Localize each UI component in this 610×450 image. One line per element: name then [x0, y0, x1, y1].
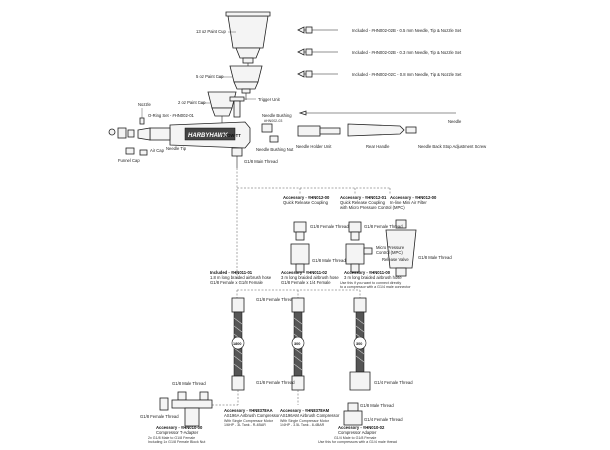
- quick-release-coupling: [290, 221, 310, 273]
- hose3-note2: to a compressor with a G1/4 male connect…: [340, 285, 411, 289]
- hose1-code: Included - #HN011-01: [210, 270, 253, 275]
- comp-adapter-code: Accessory - #HN010-02: [338, 425, 385, 430]
- funnel-cap-label: Funnel Cap: [118, 158, 140, 163]
- needle-set-3-label: Included - #HN002-02C - 0.8 mm Needle, T…: [352, 72, 462, 77]
- mpc-label-2: Control (MPC): [376, 250, 403, 255]
- main-thread-label: G1/8 Main Thread: [244, 159, 278, 164]
- t-adapter-code: Accessory - #HN010-00: [156, 425, 203, 430]
- mpc-label-1: Micro Pressure: [376, 245, 405, 250]
- hose2-spec: G1/8 Female x 1/4 Female: [281, 280, 331, 285]
- comp-adapter-name: Compressor Adapter: [338, 430, 377, 435]
- hose3-code: Accessory - #HN011-00: [344, 270, 391, 275]
- acc2-code: Accessory - #HN012-01: [340, 195, 387, 200]
- hose-3: 300: [349, 297, 371, 391]
- paint-cup-5oz: [229, 65, 263, 100]
- trigger-label: Trigger Unit: [258, 97, 281, 102]
- needle: [298, 110, 456, 116]
- hose-female-right: G1/4 Female Thread: [374, 380, 413, 385]
- t-adapter-name: Compressor T-Adapter: [156, 430, 199, 435]
- acc2-name2: with Micro Pressure Control (MPC): [340, 205, 405, 210]
- front-parts: [108, 117, 148, 156]
- model-name: FLOW-TT: [222, 133, 241, 138]
- comp2-code: Accessory - #HN8378AM: [280, 408, 330, 413]
- paint-cup-2oz: [207, 91, 237, 124]
- release-valve-label: Release Valve: [382, 257, 409, 262]
- cup-13oz-label: 13 oz Paint Cup: [196, 29, 226, 34]
- hose-female-top: G1/8 Female Thread: [256, 297, 295, 302]
- back-stop-label: Needle Back Stop Adjustment Screw: [418, 144, 487, 149]
- paint-cup-13oz: [225, 11, 271, 70]
- quick-release-mpc: [345, 221, 373, 273]
- hose2-name: 3 m long braided airbrush hose: [281, 275, 339, 280]
- comp1-code: Accessory - #HN8378AA: [224, 408, 273, 413]
- needle-bushing: [261, 123, 279, 143]
- acc1-name: Quick Release Coupling: [283, 200, 329, 205]
- compressor-adapter: [343, 402, 363, 426]
- needle-holder-unit: [297, 125, 341, 137]
- comp-adapter-spec2: Use this for compressors with a G1/4 mal…: [318, 440, 397, 444]
- comp2-spec1: With Single Compressor Motor: [280, 419, 330, 423]
- needle-bushing-nut-label: Needle Bushing Nut: [256, 147, 294, 152]
- inline-air-filter: [385, 219, 417, 277]
- comp2-name: AS196AM Airbrush Compressor: [280, 413, 340, 418]
- needle-bushing-label: Needle Bushing: [262, 113, 292, 118]
- needle-set-1-label: Included - #HN002-02B - 0.5 mm Needle, T…: [352, 28, 462, 33]
- brand-logo: HARBYHAWK: [188, 133, 228, 139]
- needle-set-1: Included - #HN002-02B - 0.5 mm Needle, T…: [297, 26, 462, 34]
- female-thread-2: G1/8 Female Thread: [364, 224, 403, 229]
- comp2-spec2: 1/4HP - 3.5L Tank - 8-4BAR: [280, 423, 325, 427]
- acc3-code: Accessory - #HN012-00: [390, 195, 437, 200]
- comp-adapter-spec1: G1/4 Male to G1/8 Female: [334, 436, 376, 440]
- rear-handle-label: Rear Handle: [366, 144, 390, 149]
- cup-5oz-label: 5 oz Paint Cup: [196, 74, 224, 79]
- oring-label: O-Ring Set - #HN002-01: [148, 113, 195, 118]
- rear-handle: [347, 123, 417, 137]
- acc3-name: In-line Mini Air Filter: [390, 200, 427, 205]
- air-cap-label: Air Cap: [150, 148, 165, 153]
- hose2-length: 300: [294, 342, 300, 346]
- hose1-name: 1.8 m long braided airbrush hose: [210, 275, 272, 280]
- hose3-note1: Use this if you want to connect directly: [340, 281, 401, 285]
- hose1-spec: G1/8 Female x G1/8 Female: [210, 280, 264, 285]
- needle-label: Needle: [448, 119, 462, 124]
- comp-adapter-male: G1/8 Male Thread: [360, 403, 394, 408]
- hose-1: 1800: [231, 297, 245, 391]
- hose3-name: 3 m long braided airbrush hose: [344, 275, 402, 280]
- female-thread-1: G1/8 Female Thread: [310, 224, 349, 229]
- male-thread-1: G1/8 Male Thread: [312, 258, 346, 263]
- comp1-spec2: 1/6HP - 3L Tank - R-4BAR: [224, 423, 266, 427]
- cup-2oz-label: 2 oz Paint Cup: [178, 100, 206, 105]
- needle-set-2-label: Included - #HN002-02B - 0.3 mm Needle, T…: [352, 50, 462, 55]
- hose3-length: 300: [356, 342, 362, 346]
- comp1-spec1: With Single Compressor Motor: [224, 419, 274, 423]
- acc1-code: Accessory - #HN012-00: [283, 195, 330, 200]
- acc2-name: Quick Release Coupling: [340, 200, 386, 205]
- needle-holder-label: Needle Holder Unit: [296, 144, 332, 149]
- comp1-name: AS196A Airbrush Compressor: [224, 413, 280, 418]
- t-adapter-spec2: Including 1x G1/8 Female Block Nut: [148, 440, 205, 444]
- hose1-length: 1800: [233, 342, 241, 346]
- hose2-code: Accessory - #HN011-02: [281, 270, 328, 275]
- needle-tip-label: Needle Tip: [166, 146, 187, 151]
- comp-adapter-female: G1/4 Female Thread: [364, 417, 403, 422]
- t-adapter-female: G1/8 Female Thread: [140, 414, 179, 419]
- needle-set-3: Included - #HN002-02C - 0.8 mm Needle, T…: [297, 70, 462, 78]
- nozzle-label: Nozzle: [138, 102, 151, 107]
- needle-set-2: Included - #HN002-02B - 0.3 mm Needle, T…: [297, 48, 462, 56]
- t-adapter: [159, 391, 213, 427]
- t-adapter-male: G1/8 Male Thread: [172, 381, 206, 386]
- hose-female-bottom: G1/8 Female Thread: [256, 380, 295, 385]
- t-adapter-spec1: 2x G1/8 Male to G1/8 Female: [148, 436, 195, 440]
- male-thread-2: G1/8 Male Thread: [418, 255, 452, 260]
- needle-bushing-code: #HN002-03: [264, 119, 282, 123]
- airbrush-body: HARBYHAWK FLOW-TT: [137, 121, 251, 168]
- hose-2: 300: [291, 297, 305, 391]
